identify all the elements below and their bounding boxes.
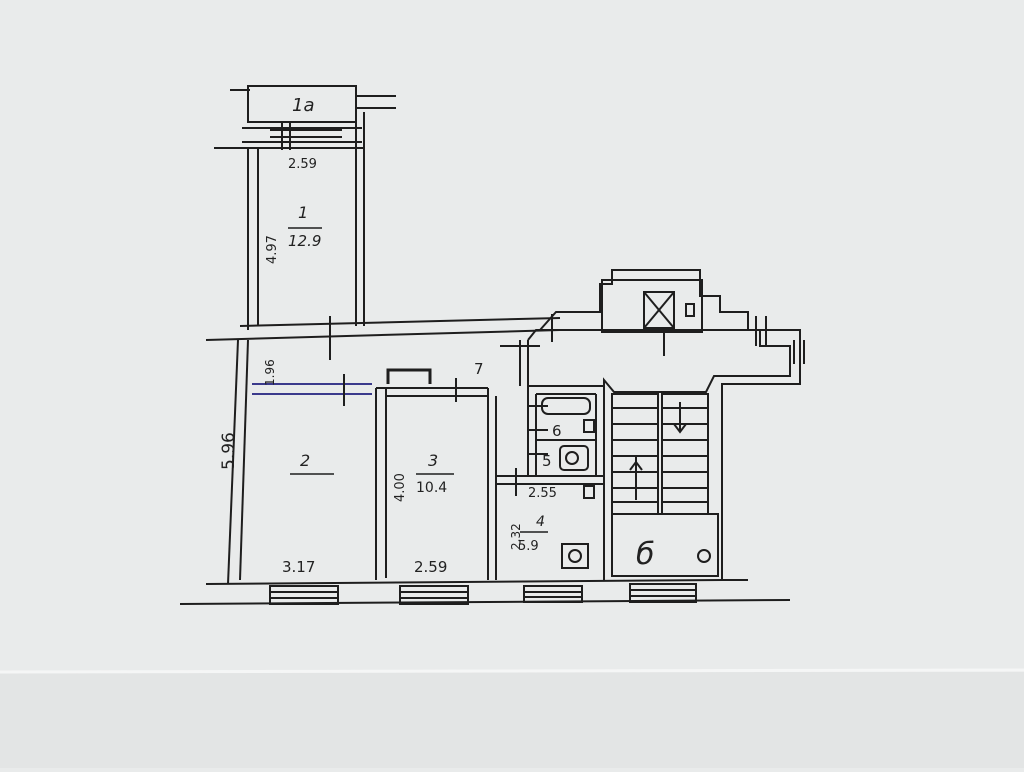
elevator-shaft-icon: [643, 291, 675, 329]
window-3: [523, 585, 583, 603]
walls: [179, 85, 805, 605]
room3-length: 4.00: [393, 473, 408, 502]
balcony-label: 1а: [292, 95, 314, 116]
room3-number: 3: [428, 451, 438, 470]
kitchen-width: 2.55: [528, 486, 557, 501]
room1-number: 1: [298, 203, 308, 222]
circle-mark-icon: [697, 549, 711, 563]
corridor-number: 7: [474, 360, 484, 378]
window-4: [629, 583, 697, 603]
paper-fold: [0, 668, 1024, 674]
kitchen-number: 4: [536, 514, 545, 530]
room2-width: 3.17: [282, 558, 315, 576]
lower-sheet: [0, 672, 1024, 768]
room2-partition-size: 1.96: [263, 359, 277, 386]
room1-width: 2.59: [288, 157, 317, 172]
room-labels: 1а 2.59 1 12.9 4.97 1.96 5.96 2 3.17 4.0…: [219, 95, 711, 576]
kitchen-area: 5.9: [518, 539, 539, 554]
stair-label: б: [636, 537, 655, 572]
room2-number: 2: [300, 451, 310, 470]
room3-area: 10.4: [416, 480, 447, 496]
toilet-icon: [559, 445, 589, 471]
wc-number: 5: [542, 452, 552, 470]
bath-number: 6: [552, 422, 562, 440]
room1-length: 4.97: [265, 235, 280, 264]
window-2: [399, 585, 469, 605]
balcony-outline: [247, 85, 357, 123]
room3-width: 2.59: [414, 558, 447, 576]
stove-icon: [561, 543, 589, 569]
ventilation-shaft: [601, 279, 703, 333]
room2-length: 5.96: [219, 432, 239, 470]
window-1: [269, 585, 339, 605]
kitchen-length: 2.32: [509, 523, 523, 550]
room1-area: 12.9: [288, 232, 321, 250]
